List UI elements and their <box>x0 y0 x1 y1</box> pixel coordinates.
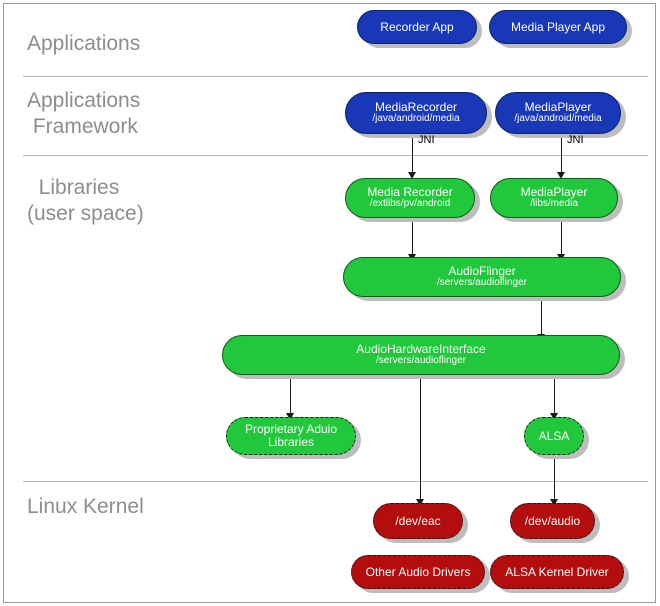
node-mediaplayer-framework[interactable]: MediaPlayer /java/android/media <box>495 92 621 134</box>
divider-framework <box>23 155 648 156</box>
node-mediarecorder-title: MediaRecorder <box>374 100 458 115</box>
node-mediaplayer-lib[interactable]: MediaPlayer /libs/media <box>490 178 618 218</box>
node-audioflinger[interactable]: AudioFlinger /servers/audioflinger <box>343 257 621 297</box>
divider-applications <box>23 76 648 77</box>
connector-mediarecorder-to-lib <box>412 137 413 175</box>
layer-label-linux-kernel: Linux Kernel <box>27 495 144 518</box>
layer-label-applications: Applications <box>27 32 141 55</box>
node-audiohardwareinterface[interactable]: AudioHardwareInterface /servers/audiofli… <box>222 335 620 375</box>
node-other-audio-drivers-title: Other Audio Drivers <box>365 564 471 579</box>
edge-label-jni-recorder: JNI <box>418 134 435 146</box>
arrowhead-mediaplayer-to-lib <box>557 172 565 179</box>
node-alsa-title: ALSA <box>538 428 570 443</box>
node-mediaplayer-framework-subtitle: /java/android/media <box>514 113 602 125</box>
layer-label-applications-framework: Applications Framework <box>27 89 141 138</box>
node-media-player-app-title: Media Player App <box>510 19 606 34</box>
connector-ahi-to-alsa <box>554 375 555 417</box>
node-recorder-app-title: Recorder App <box>380 19 454 34</box>
connector-mediaplayer-to-lib <box>561 137 562 175</box>
edge-label-jni-player: JNI <box>567 134 584 146</box>
node-dev-audio-title: /dev/audio <box>524 513 581 528</box>
node-mediarecorder[interactable]: MediaRecorder /java/android/media <box>345 92 487 134</box>
connector-ahi-to-dev-eac <box>420 375 421 503</box>
node-audiohardwareinterface-subtitle: /servers/audioflinger <box>375 355 467 367</box>
node-mediarecorder-subtitle: /java/android/media <box>372 113 460 125</box>
node-mediaplayer-lib-title: MediaPlayer <box>520 185 588 200</box>
node-recorder-app[interactable]: Recorder App <box>357 10 477 44</box>
node-proprietary-audio-libs-subtitle: Libraries <box>267 435 315 449</box>
connector-ahi-to-proprietary <box>290 375 291 417</box>
node-media-recorder-lib[interactable]: Media Recorder /extlibs/pv/android <box>345 178 475 218</box>
node-proprietary-audio-libs[interactable]: Proprietary Aduio Libraries <box>226 417 356 455</box>
node-dev-eac[interactable]: /dev/eac <box>373 503 463 539</box>
node-audiohardwareinterface-title: AudioHardwareInterface <box>356 342 486 357</box>
connector-mediarecorderlib-to-audioflinger <box>412 219 413 257</box>
node-media-recorder-lib-subtitle: /extlibs/pv/android <box>369 198 451 210</box>
node-audioflinger-title: AudioFlinger <box>448 264 516 279</box>
node-mediaplayer-lib-subtitle: /libs/media <box>530 198 578 210</box>
node-dev-audio[interactable]: /dev/audio <box>510 503 595 539</box>
node-mediaplayer-framework-title: MediaPlayer <box>524 100 592 115</box>
layer-label-libraries: Libraries (user space) <box>27 176 144 225</box>
node-audioflinger-subtitle: /servers/audioflinger <box>436 277 528 289</box>
arrowhead-mediarecorder-to-lib <box>408 172 416 179</box>
node-alsa-kernel-driver[interactable]: ALSA Kernel Driver <box>490 555 624 589</box>
divider-kernel <box>23 481 648 482</box>
node-proprietary-audio-libs-title: Proprietary Aduio <box>244 422 338 437</box>
node-media-recorder-lib-title: Media Recorder <box>367 185 453 200</box>
connector-alsa-to-dev-audio <box>554 457 555 503</box>
node-alsa-kernel-driver-title: ALSA Kernel Driver <box>505 564 609 579</box>
node-alsa[interactable]: ALSA <box>524 417 584 455</box>
node-other-audio-drivers[interactable]: Other Audio Drivers <box>351 555 485 589</box>
node-dev-eac-title: /dev/eac <box>395 513 441 528</box>
node-media-player-app[interactable]: Media Player App <box>489 10 627 44</box>
connector-mediaplayerlib-to-audioflinger <box>561 219 562 257</box>
connector-audioflinger-to-ahi <box>541 297 542 337</box>
